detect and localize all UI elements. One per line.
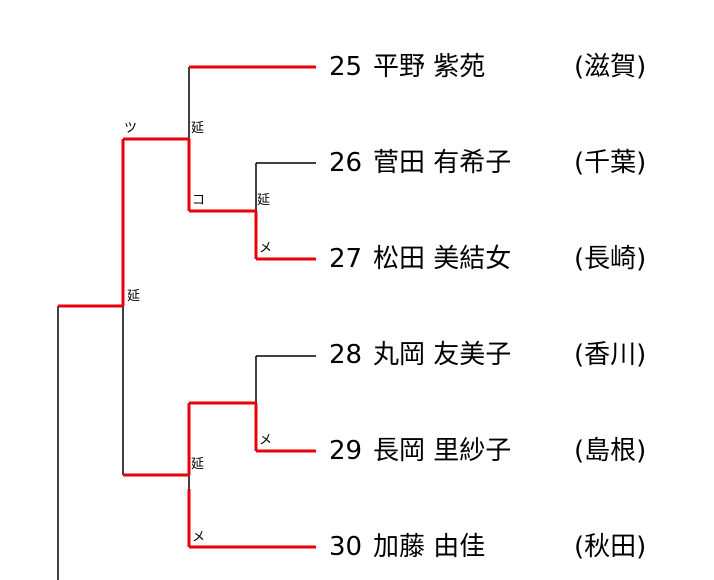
mark-m2: コ bbox=[192, 193, 205, 208]
entry-27: 27 松田 美結女 (長崎) bbox=[329, 241, 709, 277]
entry-name: 菅田 有希子 bbox=[373, 148, 512, 178]
entry-name: 加藤 由佳 bbox=[373, 532, 486, 562]
mark-m4: メ bbox=[259, 241, 272, 256]
entry-seed: 27 bbox=[329, 244, 363, 274]
mark-m9: メ bbox=[192, 530, 205, 545]
entry-name: 松田 美結女 bbox=[373, 244, 512, 274]
mark-m8: 延 bbox=[191, 457, 204, 472]
entry-26: 26 菅田 有希子 (千葉) bbox=[329, 145, 709, 181]
mark-m5: ツ bbox=[124, 121, 137, 136]
mark-m3: 延 bbox=[257, 193, 270, 208]
entry-seed: 30 bbox=[329, 532, 363, 562]
entry-seed: 25 bbox=[329, 52, 363, 82]
entry-28: 28 丸岡 友美子 (香川) bbox=[329, 337, 709, 373]
entry-30: 30 加藤 由佳 (秋田) bbox=[329, 529, 709, 565]
entry-prefecture: (滋賀) bbox=[574, 52, 647, 82]
entry-prefecture: (千葉) bbox=[574, 148, 647, 178]
entry-29: 29 長岡 里紗子 (島根) bbox=[329, 433, 709, 469]
entry-seed: 26 bbox=[329, 148, 363, 178]
entry-prefecture: (秋田) bbox=[574, 532, 647, 562]
entry-prefecture: (香川) bbox=[574, 340, 647, 370]
entry-prefecture: (島根) bbox=[574, 436, 647, 466]
entry-25: 25 平野 紫苑 (滋賀) bbox=[329, 49, 709, 85]
mark-m1: 延 bbox=[191, 121, 204, 136]
entry-seed: 28 bbox=[329, 340, 363, 370]
entry-name: 丸岡 友美子 bbox=[373, 340, 512, 370]
entry-seed: 29 bbox=[329, 436, 363, 466]
entry-name: 平野 紫苑 bbox=[373, 52, 486, 82]
entry-name: 長岡 里紗子 bbox=[373, 436, 512, 466]
mark-m7: メ bbox=[259, 433, 272, 448]
mark-m6: 延 bbox=[127, 289, 140, 304]
entry-prefecture: (長崎) bbox=[574, 244, 647, 274]
